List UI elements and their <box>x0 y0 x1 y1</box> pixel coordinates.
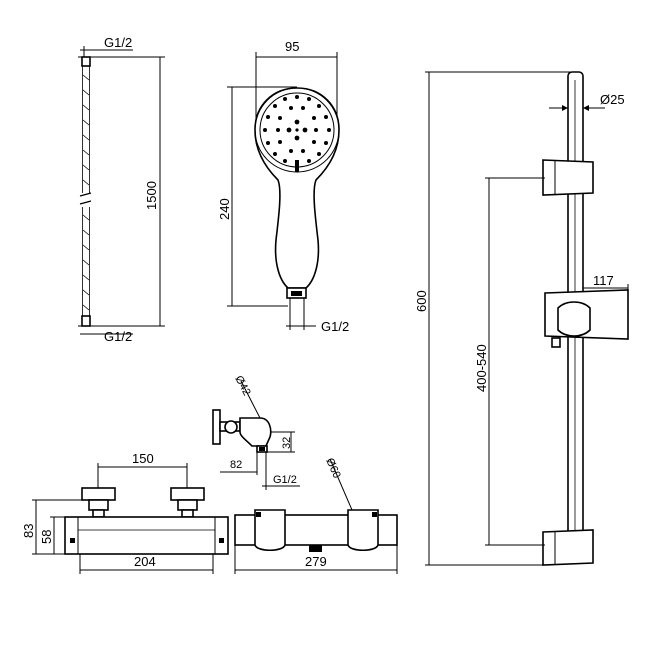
valve-right-handle <box>170 487 205 501</box>
bracket-width-label: 117 <box>593 273 614 288</box>
handset-thread-label: G1/2 <box>321 319 349 334</box>
elbow-body <box>239 417 272 447</box>
rail-diameter-label: Ø25 <box>600 92 625 107</box>
hose-bottom-thread-label: G1/2 <box>104 329 132 344</box>
handset-button <box>295 160 299 172</box>
shower-hose: G1/2 G1/2 1500 <box>78 35 165 344</box>
valve-front-left-mark <box>70 538 75 543</box>
elbow-diameter-leader <box>240 380 261 419</box>
handset-width-label: 95 <box>285 39 299 54</box>
elbow-thread-label: G1/2 <box>273 474 297 486</box>
valve-left-handle-stem <box>88 499 109 511</box>
valve-centres-label: 150 <box>132 451 154 466</box>
handset-spray-nozzles <box>263 95 331 163</box>
elbow-height-label: 32 <box>281 437 293 449</box>
elbow-diameter-label: Ø42 <box>232 374 252 398</box>
hose-texture <box>82 74 90 311</box>
handle-diameter-label: Ø60 <box>323 456 342 480</box>
elbow-outlet-thread <box>259 447 265 451</box>
elbow-flange <box>212 409 221 445</box>
valve-height-body-label: 58 <box>39 530 54 544</box>
hose-top-connector <box>81 56 91 67</box>
valve-side-outlet <box>309 545 322 552</box>
valve-side-view: Ø60 279 <box>234 456 398 574</box>
rail-diameter-arrowhead-left <box>562 105 568 111</box>
rail-top-bracket <box>542 159 594 196</box>
valve-front-right-mark <box>219 538 224 543</box>
rail-length-label: 600 <box>414 290 429 312</box>
elbow-nut <box>224 420 238 434</box>
hand-shower: 95 240 <box>217 39 349 334</box>
valve-width-front-label: 204 <box>134 554 156 569</box>
rail-diameter-arrowhead-right <box>583 105 589 111</box>
rail-slider-knob <box>551 337 561 348</box>
valve-right-handle-stem <box>177 499 198 511</box>
bracket-range-label: 400-540 <box>474 344 489 392</box>
valve-side-left-handle <box>254 509 286 552</box>
elbow-depth-label: 82 <box>230 459 242 471</box>
rail-bottom-bracket <box>542 529 594 566</box>
hose-body <box>82 65 90 317</box>
valve-side-right-mark <box>372 512 377 517</box>
hose-length-label: 1500 <box>144 181 159 210</box>
slide-rail: 600 400-540 Ø25 117 <box>414 71 629 566</box>
handset-connector-thread <box>291 291 302 296</box>
valve-left-handle-base <box>92 509 105 518</box>
valve-front-body <box>64 516 229 555</box>
hose-top-thread-label: G1/2 <box>104 35 132 50</box>
hose-break-gap <box>78 193 94 207</box>
rail-slider-holder <box>557 301 591 337</box>
valve-height-total-label: 83 <box>21 524 36 538</box>
valve-side-left-mark <box>256 512 261 517</box>
valve-left-handle <box>81 487 116 501</box>
hose-break-symbol <box>79 192 92 205</box>
hose-bottom-connector <box>81 315 91 327</box>
wall-elbow: Ø42 32 82 G1/2 <box>212 374 300 490</box>
handset-height-label: 240 <box>217 198 232 220</box>
valve-right-handle-base <box>181 509 194 518</box>
handle-diameter-leader <box>329 458 353 511</box>
valve-side-right-handle <box>347 509 379 552</box>
valve-width-back-label: 279 <box>305 554 327 569</box>
valve-front-view: 150 83 58 204 <box>21 451 229 574</box>
